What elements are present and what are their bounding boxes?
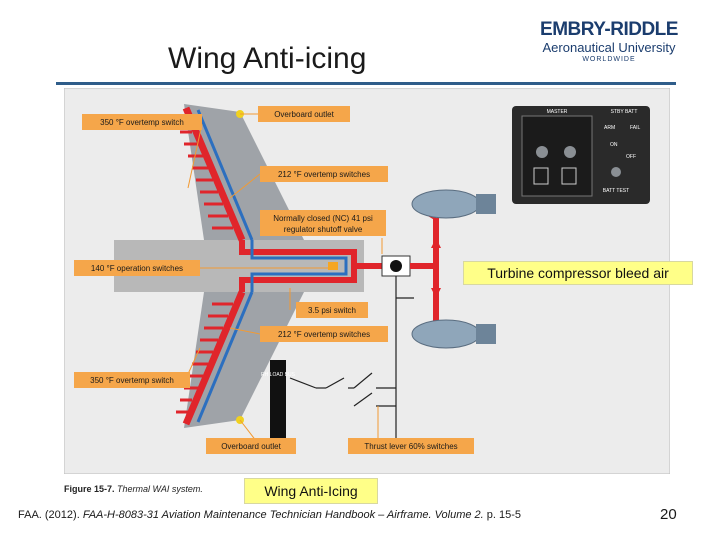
panel-off-label: OFF bbox=[626, 154, 636, 160]
label-nc-valve-1: Normally closed (NC) 41 psi bbox=[273, 214, 373, 223]
logo-line-2: Aeronautical University bbox=[542, 40, 676, 55]
page-number: 20 bbox=[660, 506, 677, 523]
operation-switch-sensor bbox=[328, 262, 338, 270]
upper-wing bbox=[184, 104, 304, 240]
master-switch-2 bbox=[564, 146, 576, 158]
master-switch-group bbox=[521, 115, 593, 197]
citation-suffix: p. 15-5 bbox=[483, 509, 522, 521]
label-212-overtemp-top: 212 °F overtemp switches bbox=[278, 170, 370, 179]
switch-guard-1 bbox=[533, 167, 549, 185]
university-logo: EMBRY-RIDDLE Aeronautical University WOR… bbox=[528, 20, 690, 65]
upper-engine bbox=[411, 189, 481, 219]
label-212-overtemp-bottom: 212 °F overtemp switches bbox=[278, 330, 370, 339]
flow-arrow-up bbox=[431, 238, 441, 248]
panel-on-label: ON bbox=[610, 142, 618, 148]
panel-batt-test-label: BATT TEST bbox=[603, 188, 629, 194]
diagram-labels: 350 °F overtemp switch Overboard outlet … bbox=[74, 106, 474, 454]
figure-caption: Figure 15-7. Thermal WAI system. bbox=[64, 484, 203, 494]
citation-title: FAA-H-8083-31 Aviation Maintenance Techn… bbox=[82, 509, 484, 521]
electrical-wiring bbox=[289, 276, 414, 438]
citation-prefix: FAA. (2012). bbox=[18, 509, 83, 521]
label-350-overtemp-top: 350 °F overtemp switch bbox=[100, 118, 184, 127]
panel-master-label: MASTER bbox=[547, 109, 568, 115]
panel-fail-label: FAIL bbox=[630, 125, 641, 131]
master-switch-1 bbox=[536, 146, 548, 158]
rh-load-bus bbox=[270, 360, 286, 446]
fuselage-blue-duct bbox=[250, 240, 348, 292]
label-thrust-lever: Thrust lever 60% switches bbox=[364, 442, 457, 451]
bleed-air-callout: Turbine compressor bleed air bbox=[463, 261, 693, 285]
label-psi-switch: 3.5 psi switch bbox=[308, 306, 356, 315]
wing-anti-icing-callout: Wing Anti-Icing bbox=[244, 478, 378, 504]
lower-engine bbox=[411, 319, 481, 349]
figure-caption-text: Thermal WAI system. bbox=[117, 484, 203, 494]
lower-leading-edge-duct bbox=[182, 290, 246, 426]
label-350-overtemp-bottom: 350 °F overtemp switch bbox=[90, 376, 174, 385]
panel-arm-label: ARM bbox=[604, 125, 615, 131]
lower-blue-line bbox=[196, 291, 254, 423]
valve-disc bbox=[390, 260, 402, 272]
logo-line-3: WORLDWIDE bbox=[582, 56, 636, 63]
switch-guard-2 bbox=[561, 167, 577, 185]
flow-arrow-down bbox=[431, 288, 441, 298]
upper-blue-line bbox=[196, 109, 254, 241]
label-overboard-top: Overboard outlet bbox=[274, 110, 334, 119]
label-nc-valve-2: regulator shutoff valve bbox=[284, 225, 363, 234]
stby-switch bbox=[611, 167, 621, 177]
bus-text: RH LOAD BUS bbox=[261, 372, 296, 378]
upper-engine-exhaust bbox=[476, 194, 496, 214]
figure-caption-number: Figure 15-7. bbox=[64, 484, 115, 494]
slide-title: Wing Anti-icing bbox=[168, 42, 367, 75]
lower-engine-exhaust bbox=[476, 324, 496, 344]
logo-line-1: EMBRY-RIDDLE bbox=[540, 19, 678, 40]
lower-ribs bbox=[176, 302, 233, 414]
label-overboard-bottom: Overboard outlet bbox=[221, 442, 281, 451]
label-140-operation: 140 °F operation switches bbox=[91, 264, 183, 273]
source-citation: FAA. (2012). FAA-H-8083-31 Aviation Main… bbox=[18, 509, 521, 521]
title-rule bbox=[56, 82, 676, 85]
panel-stby-label: STBY BATT bbox=[611, 109, 638, 115]
